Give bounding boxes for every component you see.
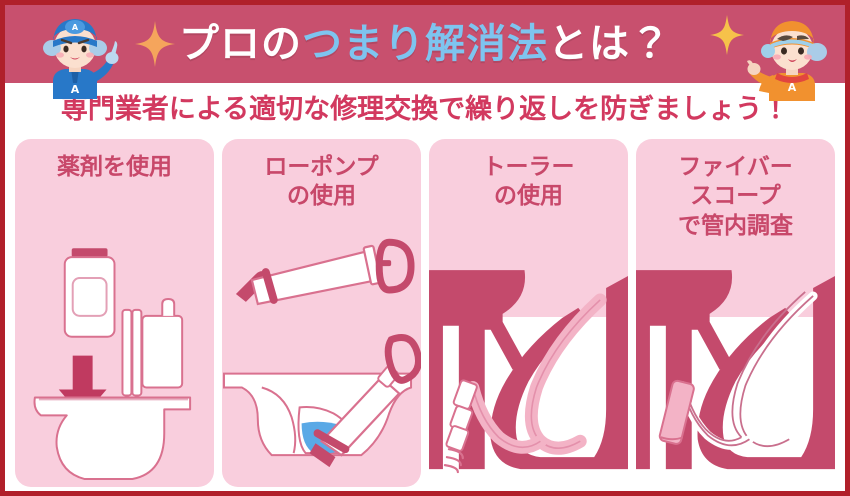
- panel-low-pump[interactable]: ローポンプ の使用: [222, 139, 421, 487]
- chemical-bottle-icon: [63, 248, 116, 338]
- panel-title-chemical: 薬剤を使用: [57, 154, 172, 180]
- auger-cable-icon: [466, 293, 607, 455]
- camera-head-icon: [658, 379, 695, 445]
- page-title: プロのつまり解消法とは？: [179, 24, 671, 64]
- subtitle-text: 専門業者による適切な修理交換で繰り返しを防ぎましょう！: [60, 93, 790, 125]
- method-panel-row: 薬剤を使用: [5, 135, 845, 491]
- panel-title-torah: トーラー の使用: [482, 154, 575, 210]
- panel-title-low-pump: ローポンプ の使用: [264, 154, 379, 210]
- title-segment-3: とは？: [548, 21, 671, 67]
- panel-art-low-pump: [222, 227, 421, 487]
- title-segment-2: つまり解消法: [302, 21, 548, 67]
- subtitle-band: 専門業者による適切な修理交換で繰り返しを防ぎましょう！: [5, 83, 845, 135]
- panel-fiberscope[interactable]: ファイバー スコープ で管内調査: [636, 139, 835, 487]
- title-segment-1: プロの: [179, 21, 302, 67]
- drain-pipe-cutaway-icon: [429, 270, 628, 470]
- panel-art-fiberscope: [636, 269, 835, 487]
- low-pump-inserted-icon: [309, 334, 421, 468]
- panel-art-chemical: [15, 237, 214, 487]
- panel-title-fiberscope: ファイバー スコープ で管内調査: [678, 154, 793, 239]
- panel-art-torah: [429, 269, 628, 487]
- toilet-tank-icon: [121, 297, 184, 397]
- header-band: プロのつまり解消法とは？: [5, 5, 845, 83]
- panel-torah[interactable]: トーラー の使用: [429, 139, 628, 487]
- auger-head-icon: [443, 379, 478, 474]
- low-pump-tool-icon: [235, 238, 415, 306]
- toilet-bowl-icon: [33, 396, 192, 481]
- drain-pipe-cutaway-icon: [636, 270, 835, 470]
- panel-chemical[interactable]: 薬剤を使用: [15, 139, 214, 487]
